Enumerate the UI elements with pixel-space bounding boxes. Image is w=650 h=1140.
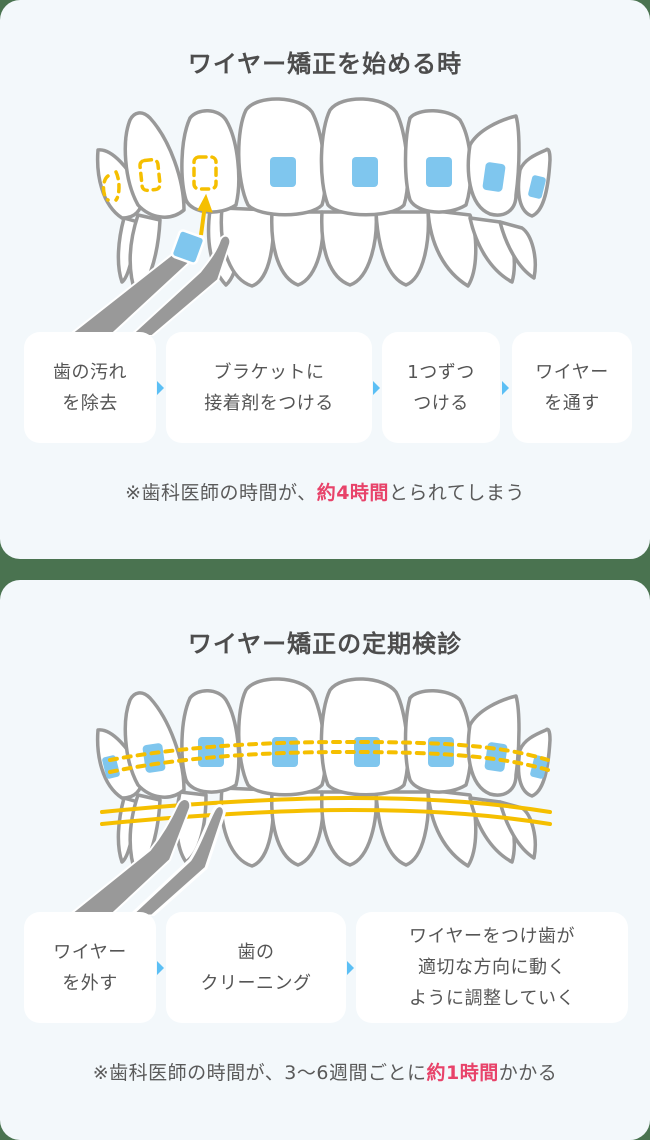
- note-suffix: かかる: [498, 1062, 558, 1084]
- step-label: ワイヤー を外す: [53, 941, 127, 994]
- section-title: ワイヤー矯正を始める時: [187, 50, 463, 78]
- step-apply-adhesive: ブラケットに 接着剤をつける: [166, 332, 372, 443]
- teeth-bracket-placement-illustration: [66, 97, 552, 336]
- step-label: ワイヤーをつけ歯が 適切な方向に動く ように調整していく: [409, 926, 575, 1009]
- tweezers-icon: [66, 798, 226, 916]
- note-suffix: とられてしまう: [388, 482, 525, 504]
- section-title: ワイヤー矯正の定期検診: [187, 630, 463, 658]
- step-clean-teeth: 歯の汚れ を除去: [24, 332, 156, 443]
- chevron-right-icon: [502, 381, 509, 395]
- tweezers-icon: [66, 229, 232, 336]
- chevron-right-icon: [347, 961, 354, 975]
- note-highlight: 約4時間: [316, 482, 389, 504]
- note-prefix: ※歯科医師の時間が、: [125, 482, 317, 504]
- step-teeth-cleaning: 歯の クリーニング: [166, 912, 346, 1023]
- teeth-wire-removal-illustration: [66, 677, 552, 916]
- step-label: 歯の クリーニング: [200, 941, 312, 994]
- section-periodic-checkup: ワイヤー矯正の定期検診: [0, 580, 650, 1140]
- chevron-right-icon: [157, 381, 164, 395]
- step-label: 歯の汚れ を除去: [53, 361, 127, 414]
- time-note: ※歯科医師の時間が、約4時間とられてしまう: [0, 478, 650, 505]
- note-highlight: 約1時間: [426, 1062, 499, 1084]
- step-thread-wire: ワイヤー を通す: [512, 332, 632, 443]
- note-prefix: ※歯科医師の時間が、3〜6週間ごとに: [92, 1062, 427, 1084]
- step-attach-one-by-one: 1つずつ つける: [382, 332, 500, 443]
- section-start-treatment: ワイヤー矯正を始める時: [0, 0, 650, 559]
- chevron-right-icon: [157, 961, 164, 975]
- time-note: ※歯科医師の時間が、3〜6週間ごとに約1時間かかる: [0, 1058, 650, 1085]
- step-label: ワイヤー を通す: [535, 361, 609, 414]
- step-label: ブラケットに 接着剤をつける: [204, 361, 334, 414]
- step-label: 1つずつ つける: [407, 361, 475, 414]
- step-adjust-wire: ワイヤーをつけ歯が 適切な方向に動く ように調整していく: [356, 912, 628, 1023]
- chevron-right-icon: [373, 381, 380, 395]
- step-remove-wire: ワイヤー を外す: [24, 912, 156, 1023]
